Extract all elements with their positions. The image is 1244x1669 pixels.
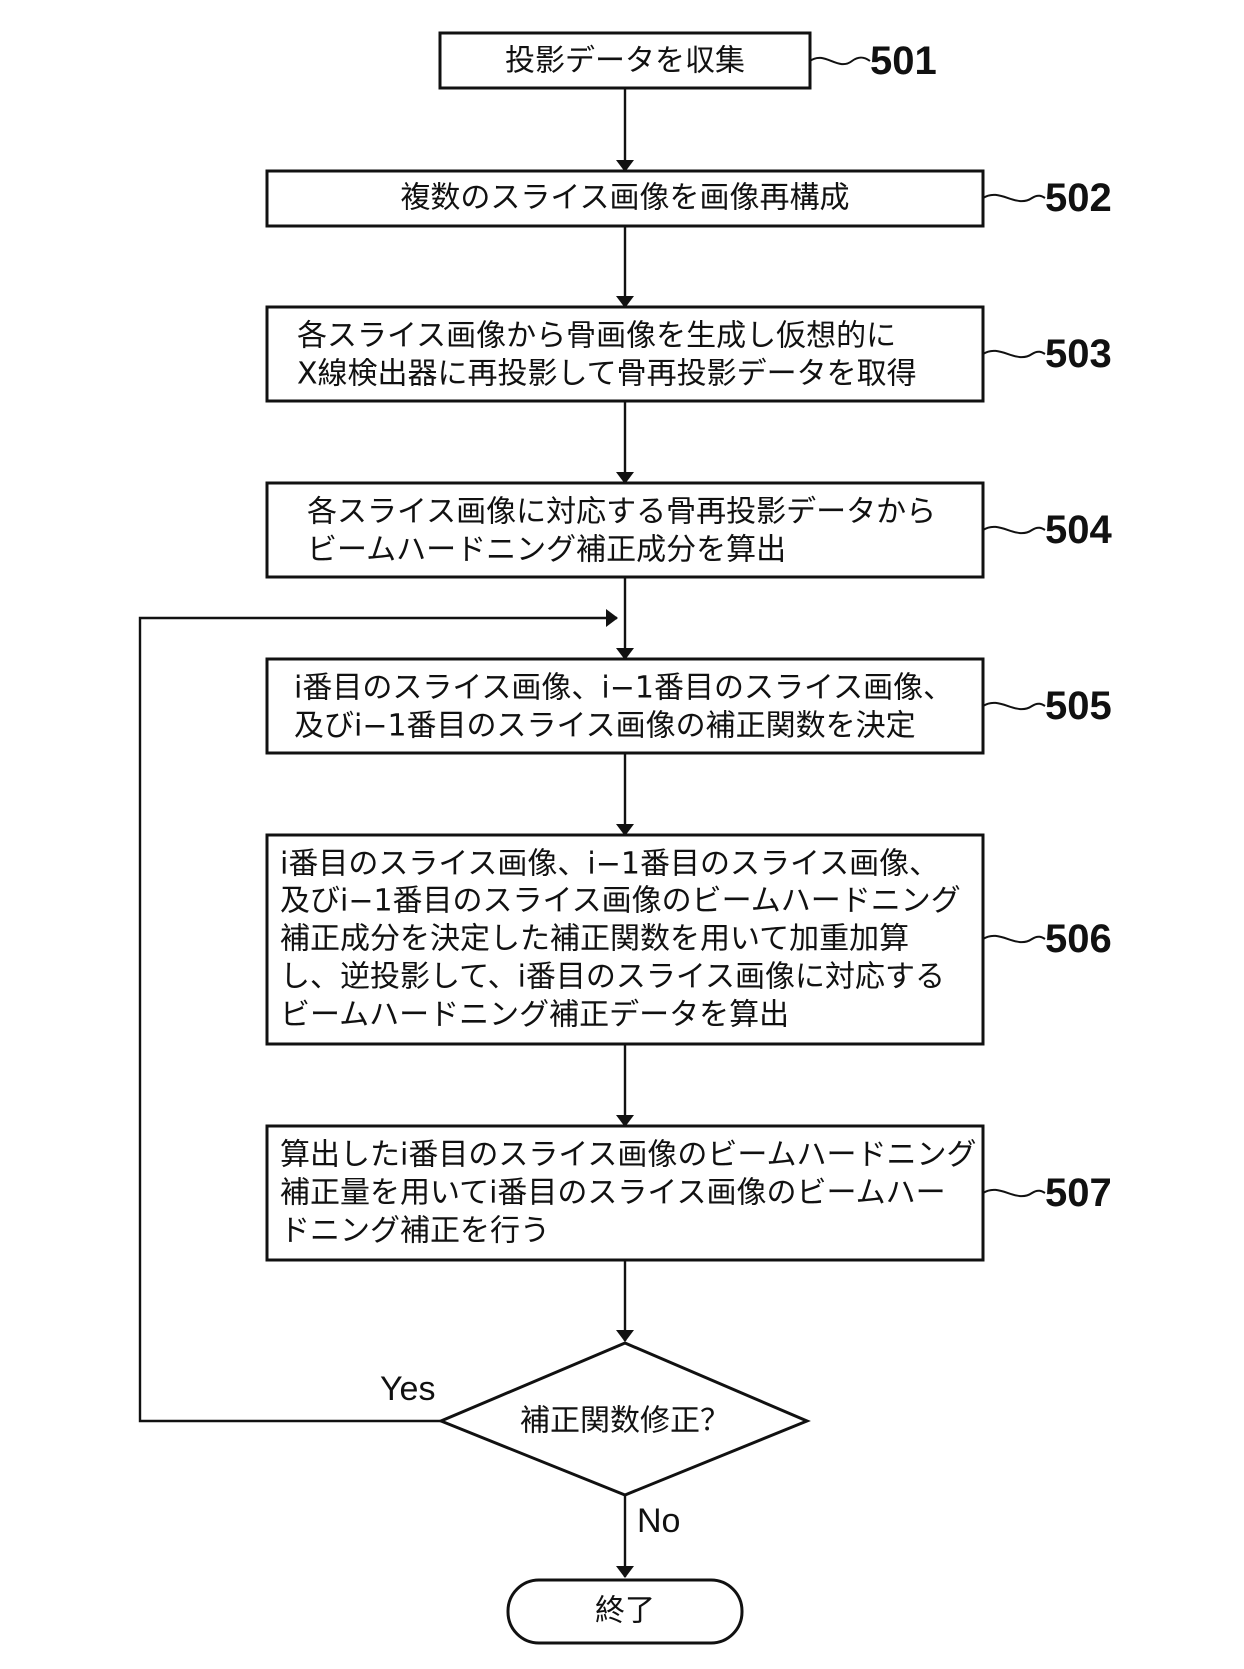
- step-text: ドニング補正を行う: [280, 1214, 550, 1249]
- leader-line: [983, 351, 1045, 357]
- step-503: 各スライス画像から骨画像を生成し仮想的に X線検出器に再投影して骨再投影データを…: [267, 307, 1112, 401]
- step-text: 及びi−1番目のスライス画像の補正関数を決定: [294, 709, 916, 744]
- step-text: 算出したi番目のスライス画像のビームハードニング: [280, 1138, 977, 1173]
- step-text: 各スライス画像に対応する骨再投影データから: [307, 495, 936, 530]
- step-text: 補正量を用いてi番目のスライス画像のビームハー: [280, 1176, 946, 1211]
- step-ref: 501: [870, 39, 937, 83]
- leader-line: [810, 58, 870, 65]
- leader-line: [983, 703, 1045, 709]
- step-507: 算出したi番目のスライス画像のビームハードニング 補正量を用いてi番目のスライス…: [267, 1126, 1112, 1260]
- leader-line: [983, 936, 1045, 942]
- decision-text: 補正関数修正？: [520, 1404, 730, 1439]
- step-text: 各スライス画像から骨画像を生成し仮想的に: [297, 319, 896, 354]
- terminal-text: 終了: [595, 1594, 655, 1629]
- step-text: 複数のスライス画像を画像再構成: [400, 181, 849, 216]
- step-ref: 505: [1045, 684, 1112, 728]
- step-ref: 507: [1045, 1171, 1112, 1215]
- step-501: 投影データを収集 501: [440, 33, 937, 88]
- step-506: i番目のスライス画像、i−1番目のスライス画像、 及びi−1番目のスライス画像の…: [267, 835, 1112, 1044]
- step-text: 補正成分を決定した補正関数を用いて加重加算: [280, 922, 909, 957]
- decision-no-label: No: [637, 1502, 680, 1540]
- decision: 補正関数修正？ Yes No: [380, 1343, 807, 1540]
- step-text: ビームハードニング補正データを算出: [280, 998, 789, 1033]
- step-text: 及びi−1番目のスライス画像のビームハードニング: [280, 884, 961, 919]
- step-ref: 504: [1045, 508, 1112, 552]
- step-text: i番目のスライス画像、i−1番目のスライス画像、: [280, 847, 939, 882]
- step-text: し、逆投影して、i番目のスライス画像に対応する: [280, 960, 945, 995]
- step-ref: 503: [1045, 332, 1112, 376]
- leader-line: [983, 195, 1045, 201]
- step-ref: 502: [1045, 176, 1112, 220]
- step-text: X線検出器に再投影して骨再投影データを取得: [297, 357, 917, 392]
- decision-yes-label: Yes: [380, 1370, 435, 1408]
- step-ref: 506: [1045, 917, 1112, 961]
- step-text: 投影データを収集: [505, 44, 745, 79]
- step-502: 複数のスライス画像を画像再構成 502: [267, 171, 1112, 226]
- step-505: i番目のスライス画像、i−1番目のスライス画像、 及びi−1番目のスライス画像の…: [267, 659, 1112, 753]
- step-504: 各スライス画像に対応する骨再投影データから ビームハードニング補正成分を算出 5…: [267, 483, 1112, 577]
- step-text: ビームハードニング補正成分を算出: [307, 533, 786, 568]
- leader-line: [983, 527, 1045, 533]
- terminal: 終了: [508, 1580, 742, 1643]
- step-text: i番目のスライス画像、i−1番目のスライス画像、: [294, 671, 953, 706]
- leader-line: [983, 1190, 1045, 1196]
